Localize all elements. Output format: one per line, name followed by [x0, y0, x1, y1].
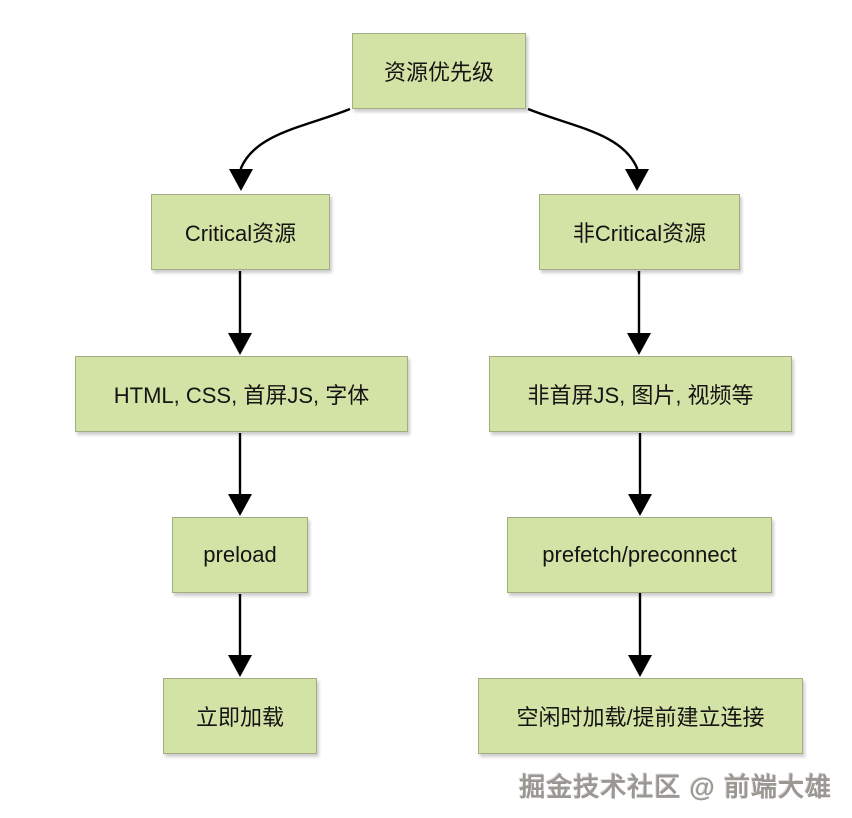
node-load-when-idle: 空闲时加载/提前建立连接 — [478, 678, 803, 754]
node-resource-priority: 资源优先级 — [352, 33, 526, 109]
edge-root-noncritical — [527, 107, 639, 170]
arrowhead-icon — [228, 494, 252, 516]
node-label: HTML, CSS, 首屏JS, 字体 — [113, 383, 370, 408]
node-label: preload — [203, 542, 277, 567]
node-noncritical-resources: 非Critical资源 — [539, 194, 740, 270]
arrowhead-icon — [229, 169, 253, 191]
edge-root-critical — [239, 107, 351, 170]
node-label: prefetch/preconnect — [542, 542, 737, 567]
node-preload: preload — [172, 517, 308, 593]
node-load-immediately: 立即加载 — [163, 678, 317, 754]
arrowhead-icon — [627, 333, 651, 355]
node-critical-resources: Critical资源 — [151, 194, 330, 270]
arrowhead-icon — [628, 494, 652, 516]
node-critical-resource-types: HTML, CSS, 首屏JS, 字体 — [75, 356, 408, 432]
arrowhead-icon — [625, 169, 649, 191]
node-label: 非首屏JS, 图片, 视频等 — [527, 383, 754, 408]
watermark: 掘金技术社区 @ 前端大雄 — [519, 772, 832, 802]
node-label: 立即加载 — [195, 705, 284, 730]
node-label: 资源优先级 — [383, 60, 494, 85]
node-label: 非Critical资源 — [572, 221, 707, 246]
arrowhead-icon — [228, 333, 252, 355]
node-label: 空闲时加载/提前建立连接 — [516, 705, 765, 730]
node-label: Critical资源 — [184, 221, 297, 246]
node-prefetch-preconnect: prefetch/preconnect — [507, 517, 772, 593]
arrowhead-icon — [628, 655, 652, 677]
node-noncritical-resource-types: 非首屏JS, 图片, 视频等 — [489, 356, 792, 432]
arrowhead-icon — [228, 655, 252, 677]
